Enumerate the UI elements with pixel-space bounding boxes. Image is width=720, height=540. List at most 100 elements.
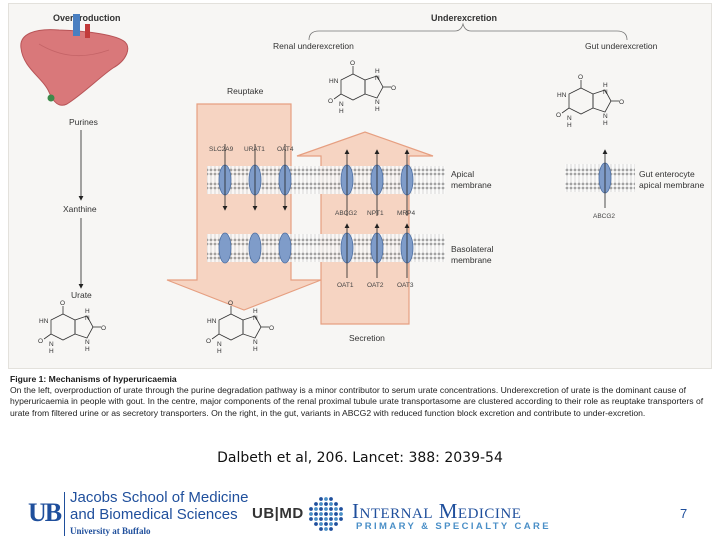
reuptake-basolateral-transporter-2 <box>248 232 262 264</box>
svg-text:N: N <box>253 339 258 346</box>
svg-text:H: H <box>375 68 380 75</box>
ub-logo: UB <box>28 498 62 527</box>
reuptake-label: Reuptake <box>227 86 264 96</box>
svg-text:O: O <box>269 325 274 332</box>
transporter-oat2: OAT2 <box>367 223 384 289</box>
reuptake-basolateral-transporter-1 <box>218 232 232 264</box>
svg-text:O: O <box>206 338 211 345</box>
overproduction-header: Overproduction <box>53 13 121 23</box>
svg-text:N: N <box>603 113 608 120</box>
citation: Dalbeth et al, 206. Lancet: 388: 2039-54 <box>217 450 503 466</box>
transporter-oat1: OAT1 <box>337 223 354 289</box>
svg-text:OAT3: OAT3 <box>397 282 414 289</box>
svg-text:HN: HN <box>329 78 339 85</box>
svg-text:N: N <box>339 101 344 108</box>
svg-text:URAT1: URAT1 <box>244 146 265 153</box>
university-name: University at Buffalo <box>70 526 151 536</box>
svg-text:OAT1: OAT1 <box>337 282 354 289</box>
basolateral-label-2: membrane <box>451 255 492 265</box>
liver-illustration <box>20 14 129 106</box>
hyperuricaemia-figure: Overproduction Underexcretion Renal unde… <box>8 3 712 369</box>
svg-text:O: O <box>556 112 561 119</box>
urate-label: Urate <box>71 290 92 300</box>
svg-text:H: H <box>217 348 222 355</box>
underexcretion-header: Underexcretion <box>431 13 497 23</box>
secretion-label: Secretion <box>349 333 385 343</box>
purines-label: Purines <box>69 117 98 127</box>
svg-text:N: N <box>49 341 54 348</box>
transporter-abcg2-gut: ABCG2 <box>593 149 615 220</box>
svg-text:N: N <box>375 99 380 106</box>
svg-text:O: O <box>578 74 583 81</box>
svg-text:N: N <box>85 339 90 346</box>
svg-text:H: H <box>375 106 380 113</box>
svg-text:HN: HN <box>39 318 49 325</box>
school-name-line1: Jacobs School of Medicine <box>70 489 249 506</box>
svg-text:N: N <box>253 315 258 322</box>
gut-enterocyte-label-2: apical membrane <box>639 180 704 190</box>
svg-text:H: H <box>603 120 608 127</box>
apical-label-1: Apical <box>451 169 474 179</box>
svg-text:H: H <box>253 308 258 315</box>
svg-text:ABCG2: ABCG2 <box>335 210 357 217</box>
transporter-urat1: URAT1 <box>244 144 265 211</box>
svg-text:O: O <box>101 325 106 332</box>
basolateral-label-1: Basolateral <box>451 244 494 254</box>
svg-text:O: O <box>619 99 624 106</box>
school-name-line2: and Biomedical Sciences <box>70 506 238 523</box>
transporter-mrp4: MRP4 <box>397 149 415 217</box>
ubmd-logo: UB|MD <box>252 505 304 522</box>
caption-body: On the left, overproduction of urate thr… <box>10 385 704 418</box>
svg-text:H: H <box>85 346 90 353</box>
svg-text:NPT1: NPT1 <box>367 210 384 217</box>
gut-enterocyte-label-1: Gut enterocyte <box>639 169 695 179</box>
svg-text:N: N <box>603 89 608 96</box>
reuptake-arrow <box>166 103 322 311</box>
svg-text:O: O <box>328 98 333 105</box>
xanthine-label: Xanthine <box>63 204 97 214</box>
transporter-oat3: OAT3 <box>397 223 414 289</box>
underexcretion-brace <box>308 22 628 41</box>
secretion-arrow <box>296 131 434 325</box>
svg-text:N: N <box>567 115 572 122</box>
svg-text:N: N <box>375 75 380 82</box>
apical-label-2: membrane <box>451 180 492 190</box>
svg-text:N: N <box>217 341 222 348</box>
caption-title: Figure 1: Mechanisms of hyperuricaemia <box>10 374 177 384</box>
transporter-oat4: OAT4 <box>277 144 294 211</box>
svg-text:H: H <box>567 122 572 129</box>
svg-text:N: N <box>85 315 90 322</box>
svg-text:OAT4: OAT4 <box>277 146 294 153</box>
svg-text:SLC2A9: SLC2A9 <box>209 146 234 153</box>
svg-text:MRP4: MRP4 <box>397 210 415 217</box>
page-number: 7 <box>680 506 688 521</box>
svg-text:O: O <box>38 338 43 345</box>
svg-text:O: O <box>391 85 396 92</box>
renal-underexcretion-header: Renal underexcretion <box>273 41 354 51</box>
reuptake-basolateral-transporter-3 <box>278 232 292 264</box>
svg-text:H: H <box>253 346 258 353</box>
internal-medicine-tagline: PRIMARY & SPECIALTY CARE <box>356 521 552 532</box>
transporter-abcg2-renal: ABCG2 <box>335 149 357 217</box>
logo-divider <box>64 492 65 536</box>
internal-medicine-title: Internal Medicine <box>352 499 522 523</box>
internal-medicine-dots-icon <box>309 497 343 531</box>
svg-text:O: O <box>228 300 233 307</box>
gut-underexcretion-header: Gut underexcretion <box>585 41 658 51</box>
footer-branding: UB Jacobs School of Medicine and Biomedi… <box>0 486 720 540</box>
transporter-slc2a9: SLC2A9 <box>209 144 234 211</box>
svg-text:HN: HN <box>557 92 567 99</box>
figure-caption: Figure 1: Mechanisms of hyperuricaemia O… <box>10 374 710 419</box>
svg-text:H: H <box>49 348 54 355</box>
transporter-npt1: NPT1 <box>367 149 384 217</box>
svg-text:H: H <box>85 308 90 315</box>
svg-text:OAT2: OAT2 <box>367 282 384 289</box>
svg-text:HN: HN <box>207 318 217 325</box>
svg-text:O: O <box>60 300 65 307</box>
svg-text:H: H <box>339 108 344 115</box>
svg-text:H: H <box>603 82 608 89</box>
mechanism-diagram: Overproduction Underexcretion Renal unde… <box>20 13 704 355</box>
